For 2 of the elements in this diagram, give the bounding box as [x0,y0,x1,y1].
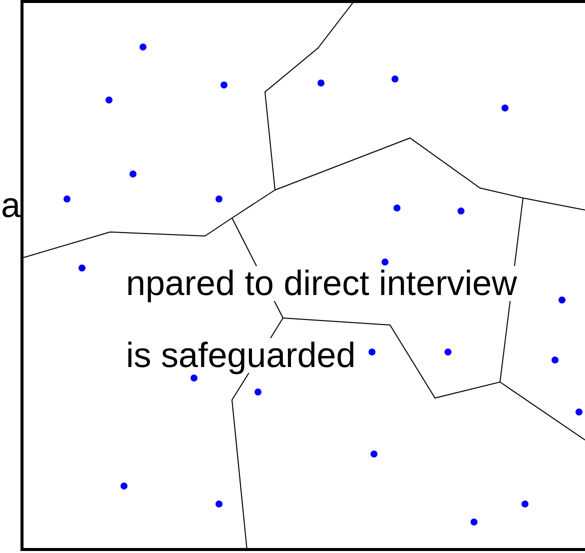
text-fragment: npared to direct interview [126,266,518,301]
text-fragment: is safeguarded [126,338,356,373]
